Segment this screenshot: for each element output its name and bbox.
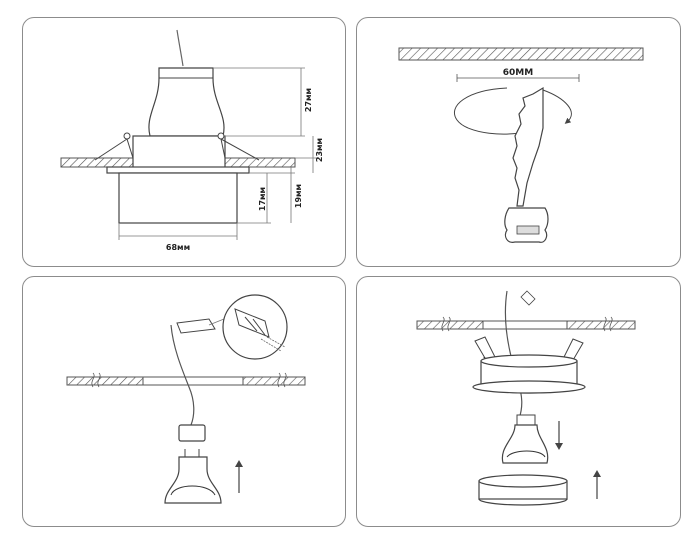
spring-left	[123, 132, 131, 140]
connector-detail	[234, 308, 270, 338]
saw-handle	[504, 207, 549, 243]
terminal-block	[176, 318, 216, 334]
rotation-arc	[454, 87, 536, 135]
wiring-drawing	[66, 294, 306, 504]
cable	[170, 324, 195, 426]
panel-wiring	[22, 276, 346, 527]
terminal-block	[520, 290, 536, 306]
dimension-lines	[118, 67, 317, 240]
cutout-drawing: 60ММ	[398, 47, 644, 243]
panel-assembly	[356, 276, 681, 527]
panel-dimensions: 27мм 23мм 17мм 19мм 68мм	[22, 17, 346, 267]
dim-label-60: 60ММ	[503, 68, 533, 78]
flange	[472, 380, 586, 394]
dim-label-68: 68мм	[166, 243, 190, 252]
lamp-bulb	[501, 424, 549, 464]
panel-cutout: 60ММ	[356, 17, 681, 267]
ceiling-left	[66, 376, 144, 386]
ceiling-right	[566, 320, 636, 330]
fixture-housing	[132, 135, 226, 169]
dimensions-drawing: 27мм 23мм 17мм 19мм 68мм	[60, 29, 324, 252]
lower-ring	[118, 172, 238, 224]
ceiling-slab	[398, 47, 644, 61]
saw-blade	[512, 86, 544, 207]
ceiling-right	[242, 376, 306, 386]
ceiling-hole	[142, 376, 244, 386]
ceiling-hole	[482, 320, 568, 330]
flange	[106, 166, 250, 174]
lamp-socket	[178, 424, 206, 442]
assembly-drawing	[416, 290, 636, 506]
dim-label-17: 17мм	[258, 187, 267, 211]
dim-label-27: 27мм	[304, 88, 313, 112]
dim-label-19: 19мм	[294, 184, 303, 208]
lamp-bulb	[164, 456, 222, 504]
dim-label-23: 23мм	[315, 138, 324, 162]
ceiling-left	[416, 320, 484, 330]
cable	[176, 29, 184, 67]
